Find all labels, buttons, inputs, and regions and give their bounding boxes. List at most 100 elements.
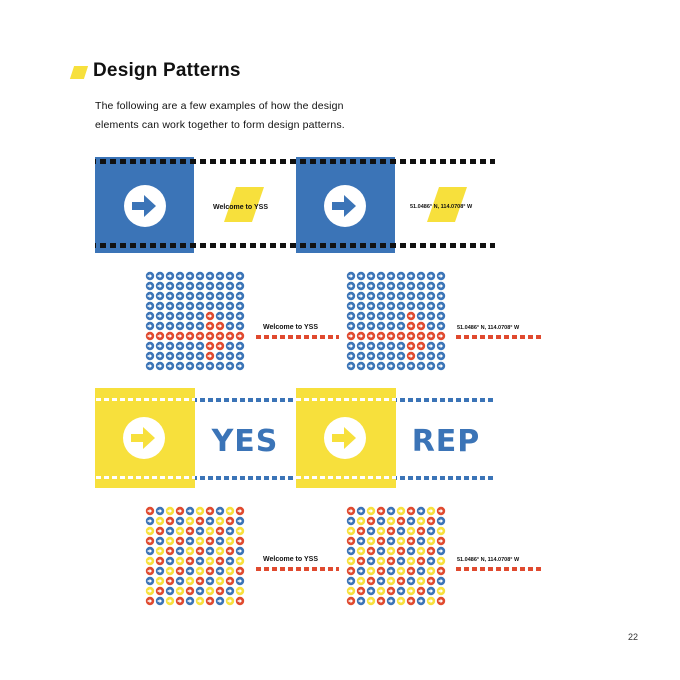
grid-arrow-glyph [187,353,192,359]
red-dash-line [455,335,541,339]
grid-arrow-glyph [408,353,413,359]
grid-arrow-glyph [378,528,383,534]
grid-arrow-glyph [217,343,222,349]
grid-arrow-glyph [187,578,192,584]
grid-arrow-glyph [177,598,182,604]
grid-arrow-glyph [428,303,433,309]
grid-arrow-glyph [187,343,192,349]
grid-arrow-glyph [348,568,353,574]
grid-arrow-glyph [237,303,242,309]
grid-arrow-glyph [177,588,182,594]
grid-arrow-glyph [368,538,373,544]
grid-arrow-glyph [207,598,212,604]
grid-arrow-glyph [187,303,192,309]
grid-arrow-glyph [187,558,192,564]
grid-arrow-glyph [438,353,443,359]
grid-arrow-glyph [428,323,433,329]
grid-arrow-glyph [408,558,413,564]
grid-arrow-glyph [428,588,433,594]
arrow-grid-pattern [145,506,245,606]
grid-arrow-glyph [177,273,182,279]
grid-arrow-glyph [358,273,363,279]
grid-arrow-glyph [157,363,162,369]
grid-arrow-glyph [237,273,242,279]
grid-arrow-glyph [217,353,222,359]
grid-arrow-glyph [408,528,413,534]
grid-arrow-glyph [147,313,152,319]
grid-arrow-glyph [418,283,423,289]
grid-arrow-glyph [177,343,182,349]
grid-arrow-glyph [348,588,353,594]
arrow-circle-icon [124,185,166,227]
grid-arrow-glyph [438,313,443,319]
grid-arrow-glyph [378,508,383,514]
grid-arrow-glyph [147,363,152,369]
grid-arrow-glyph [177,323,182,329]
grid-arrow-glyph [157,273,162,279]
grid-arrow-glyph [418,558,423,564]
grid-arrow-glyph [438,363,443,369]
arrow-circle-icon [123,417,165,459]
grid-arrow-glyph [348,303,353,309]
grid-arrow-glyph [428,578,433,584]
grid-arrow-glyph [388,353,393,359]
grid-arrow-glyph [217,363,222,369]
grid-arrow-glyph [408,273,413,279]
grid-arrow-glyph [388,303,393,309]
grid-arrow-glyph [398,598,403,604]
grid-arrow-glyph [398,588,403,594]
grid-arrow-glyph [418,588,423,594]
grid-arrow-glyph [197,508,202,514]
arrow-grid-pattern [346,506,446,606]
grid-arrow-glyph [187,588,192,594]
grid-arrow-glyph [418,333,423,339]
yellow-banner-example: YES REP [95,388,496,488]
grid-arrow-glyph [348,353,353,359]
grid-arrow-glyph [207,303,212,309]
grid-arrow-glyph [438,568,443,574]
grid-arrow-glyph [217,313,222,319]
parallelogram-mark-icon [427,187,467,222]
grid-arrow-glyph [187,528,192,534]
grid-arrow-glyph [237,598,242,604]
grid-arrow-glyph [207,508,212,514]
grid-arrow-glyph [207,313,212,319]
grid-arrow-glyph [388,568,393,574]
grid-arrow-glyph [358,558,363,564]
blue-dash-top [195,398,296,402]
grid-arrow-glyph [217,508,222,514]
grid-arrow-glyph [177,578,182,584]
grid-arrow-glyph [368,548,373,554]
grid-arrow-glyph [398,323,403,329]
grid-arrow-glyph [358,568,363,574]
coordinates-label: 51.0486° N, 114.0708° W [457,557,520,563]
intro-line-2: elements can work together to form desig… [95,119,345,131]
grid-arrow-glyph [177,353,182,359]
grid-arrow-glyph [207,333,212,339]
grid-arrow-glyph [418,518,423,524]
grid-arrow-glyph [167,538,172,544]
grid-arrow-glyph [408,283,413,289]
grid-arrow-glyph [388,508,393,514]
grid-arrow-glyph [388,518,393,524]
grid-arrow-glyph [368,343,373,349]
grid-arrow-glyph [197,283,202,289]
grid-arrow-glyph [428,558,433,564]
grid-arrow-glyph [418,508,423,514]
grid-arrow-glyph [408,548,413,554]
grid-arrow-glyph [438,323,443,329]
grid-arrow-glyph [368,508,373,514]
grid-arrow-glyph [408,568,413,574]
welcome-label: Welcome to YSS [263,556,318,563]
grid-arrow-glyph [197,343,202,349]
grid-arrow-glyph [368,518,373,524]
grid-arrow-glyph [438,518,443,524]
grid-arrow-glyph [197,528,202,534]
grid-arrow-glyph [388,343,393,349]
grid-arrow-glyph [388,283,393,289]
grid-arrow-glyph [167,283,172,289]
grid-arrow-glyph [197,578,202,584]
grid-arrow-glyph [217,293,222,299]
grid-arrow-glyph [398,303,403,309]
grid-arrow-glyph [358,598,363,604]
